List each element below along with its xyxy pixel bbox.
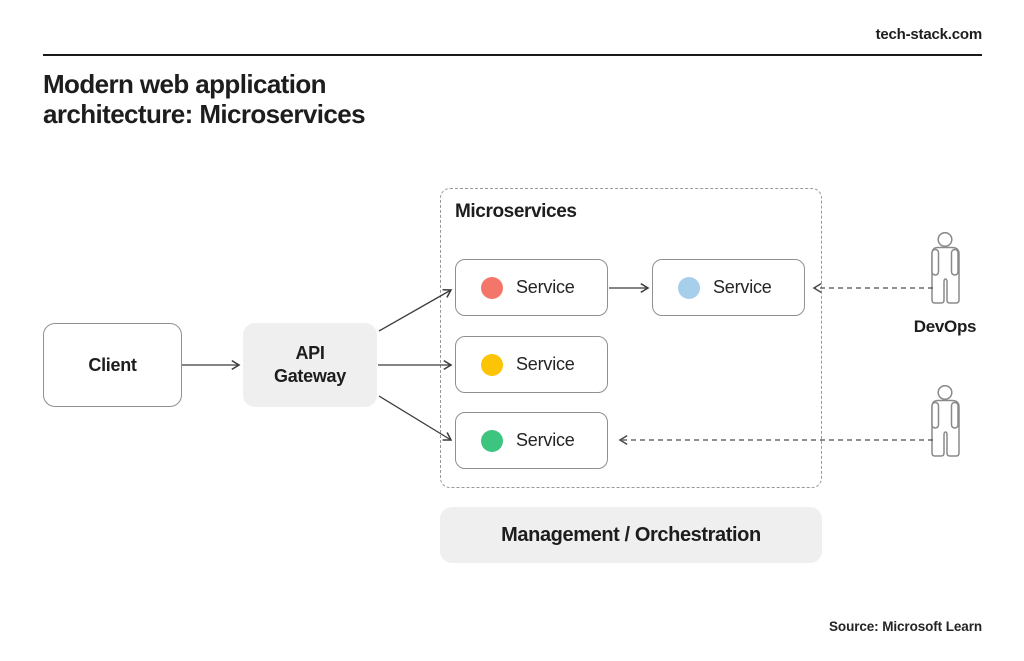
microservices-group-label: Microservices (455, 201, 577, 222)
service-label: Service (516, 354, 575, 374)
devops-label: DevOps (913, 317, 977, 336)
service-label: Service (516, 430, 575, 450)
management-orchestration-node: Management / Orchestration (440, 507, 822, 563)
site-label: tech-stack.com (875, 26, 983, 43)
service-node-yellow: Service (455, 336, 608, 393)
microservices-group (440, 188, 822, 488)
management-label: Management / Orchestration (501, 523, 761, 546)
operator-person-icon (931, 385, 960, 457)
service-node-green: Service (455, 412, 608, 469)
service-node-red: Service (455, 259, 608, 316)
service-dot-green (481, 429, 503, 452)
service-dot-red (481, 276, 503, 299)
source-attribution: Source: Microsoft Learn (829, 619, 982, 634)
service-dot-yellow (481, 353, 503, 376)
service-label: Service (713, 277, 772, 297)
page-title-line1: Modern web application (43, 69, 327, 99)
page-title-line2: architecture: Microservices (43, 99, 366, 129)
client-label: Client (88, 354, 137, 375)
service-node-blue: Service (652, 259, 805, 316)
devops-person-icon (931, 232, 960, 304)
client-node: Client (43, 323, 182, 407)
service-label: Service (516, 277, 575, 297)
header-divider (43, 54, 982, 56)
service-dot-blue (678, 276, 700, 299)
